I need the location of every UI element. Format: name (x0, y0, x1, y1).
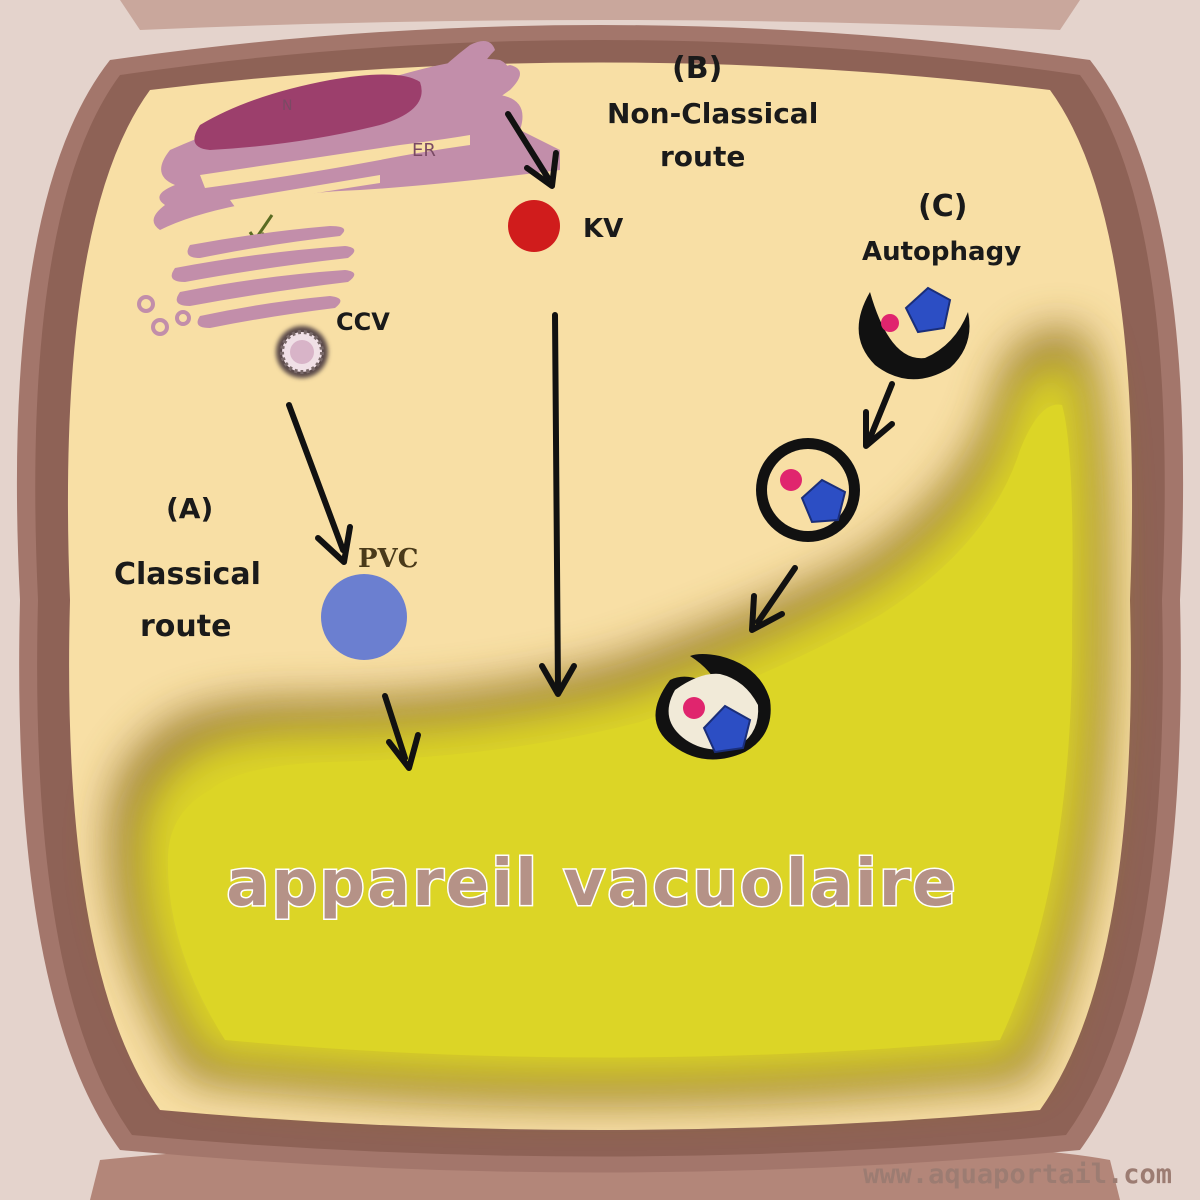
cargo-large-3 (702, 704, 752, 754)
ccv-vesicle (276, 326, 328, 378)
non-classical-route-arrow-2-head (539, 663, 577, 697)
er-lumen-1 (200, 135, 470, 188)
autophagosome (756, 438, 860, 542)
route-b-letter: (B) (672, 51, 722, 86)
er-to-golgi-arrow (255, 214, 274, 238)
golgi-cisterna-4 (197, 296, 341, 328)
route-b-line2: route (660, 140, 745, 173)
kv-vesicle (508, 200, 560, 252)
watermark: www.aquaportail.com (863, 1159, 1172, 1190)
classical-route-arrow-1 (286, 402, 346, 553)
autophagy-arrow-1-head (863, 409, 895, 449)
endomembrane-system: N ER (137, 41, 561, 336)
endoplasmic-reticulum (153, 59, 561, 230)
er-tubule-2 (460, 65, 520, 115)
golgi-vesicle-1 (137, 295, 155, 313)
classical-route-arrow-1-head (315, 524, 353, 565)
route-a-line1: Classical (114, 557, 261, 592)
golgi-cisterna-2 (171, 246, 355, 282)
phagophore (858, 286, 970, 380)
autophagic-body-fusing (655, 654, 771, 760)
cargo-large-1 (904, 286, 952, 334)
classical-route-arrow-2 (382, 693, 408, 761)
er-lumen-2 (230, 175, 380, 207)
pvc-label: PVC (358, 544, 418, 574)
route-b-line1: Non-Classical (607, 97, 818, 130)
autophagy-arrow-2 (755, 565, 798, 625)
diagram-title: appareil vacuolaire (226, 847, 958, 921)
non-classical-route-arrow-1 (505, 111, 551, 181)
golgi-cisterna-1 (187, 226, 345, 258)
pvc-compartment (321, 574, 407, 660)
nucleus (194, 74, 422, 150)
nucleus-label: N (282, 98, 292, 114)
cargo-small-1 (881, 314, 899, 332)
route-a-letter: (A) (166, 492, 213, 525)
kv-label: KV (583, 214, 623, 244)
cargo-small-3 (683, 697, 705, 719)
golgi-cisterna-3 (176, 270, 355, 306)
non-classical-route-arrow-1-head (524, 150, 559, 189)
vacuole-core (167, 404, 1073, 1058)
route-a-line2: route (140, 609, 231, 644)
er-label: ER (412, 140, 436, 161)
top-neighbor-cell (120, 0, 1080, 30)
classical-route-arrow-2-head (386, 732, 421, 771)
non-classical-route-arrow-2 (552, 312, 561, 691)
cargo-large-2 (800, 478, 847, 524)
ccv-label: CCV (336, 308, 390, 336)
route-c-letter: (C) (918, 189, 967, 224)
autophagy-arrow-1 (867, 381, 895, 441)
golgi-vesicle-2 (151, 318, 169, 336)
route-c-line1: Autophagy (862, 237, 1021, 267)
autophagy-arrow-2-head (749, 593, 785, 633)
golgi-vesicle-3 (175, 310, 191, 326)
er-tubule-1 (430, 41, 495, 90)
cargo-small-2 (780, 469, 802, 491)
